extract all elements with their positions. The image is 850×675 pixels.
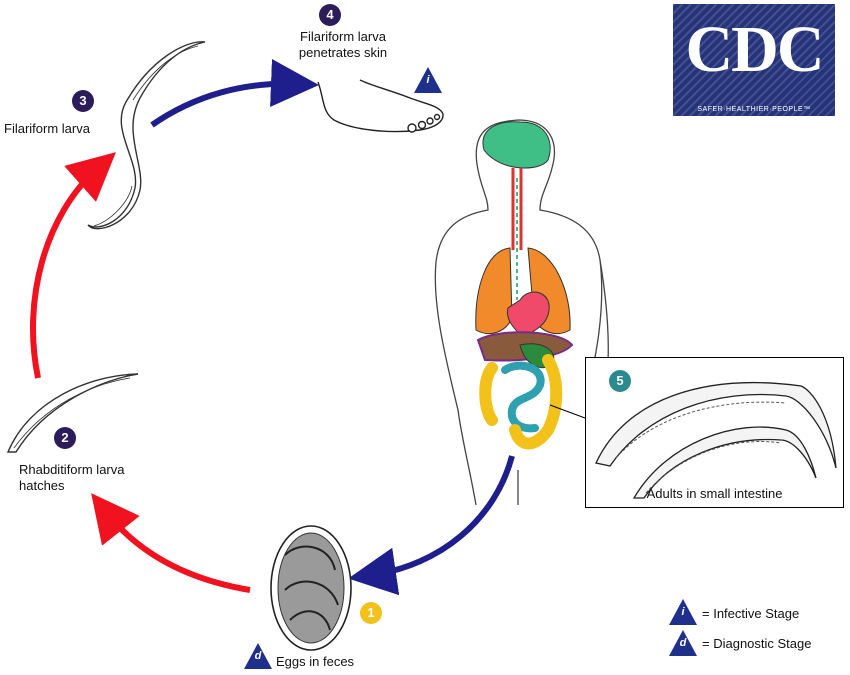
legend-infective-text: = Infective Stage xyxy=(702,606,800,621)
legend-infective-marker: i xyxy=(668,598,698,626)
arrow-rhabditiform-to-filariform xyxy=(30,152,116,379)
legend-diagnostic-letter: d xyxy=(679,637,687,649)
egg-drawing xyxy=(270,525,352,651)
step-2-label: Rhabditiform larva hatches xyxy=(19,462,125,493)
legend-infective-letter: i xyxy=(681,606,685,618)
step-5-label: Adults in small intestine xyxy=(646,486,783,501)
step-2-badge: 2 xyxy=(54,427,76,449)
step-3-badge: 3 xyxy=(72,90,94,112)
filariform-larva-drawing xyxy=(87,41,206,230)
step-4-badge: 4 xyxy=(319,4,341,26)
infective-stage-marker: i xyxy=(413,66,443,94)
arrow-filariform-to-skin xyxy=(150,59,319,128)
cdc-logo-tagline: SAFER·HEALTHIER·PEOPLE™ xyxy=(697,106,811,113)
cdc-logo: CDC SAFER·HEALTHIER·PEOPLE™ xyxy=(673,4,835,116)
legend-diagnostic-marker: d xyxy=(668,629,698,657)
foot-drawing xyxy=(317,79,444,133)
rhabditiform-larva-drawing xyxy=(6,373,139,453)
adults-box: 5 Adults in small intestine xyxy=(585,357,844,508)
diagnostic-stage-marker-letter: d xyxy=(254,650,262,662)
step-4-label: Filariform larva penetrates skin xyxy=(298,29,388,60)
arrow-eggs-to-rhabditiform xyxy=(91,493,251,593)
step-1-badge: 1 xyxy=(360,602,382,624)
heart-drawing xyxy=(506,291,550,339)
arrow-intestine-to-feces xyxy=(348,455,515,596)
legend-diagnostic-text: = Diagnostic Stage xyxy=(702,636,812,651)
brain-drawing xyxy=(482,121,551,169)
step-3-label: Filariform larva xyxy=(4,121,90,136)
adult-worms-drawing xyxy=(595,382,837,499)
infective-stage-marker-letter: i xyxy=(426,74,430,86)
large-intestine-drawing xyxy=(479,354,563,450)
step-5-badge: 5 xyxy=(609,370,631,392)
cdc-logo-word: CDC xyxy=(685,13,825,86)
step-1-label: Eggs in feces xyxy=(276,654,355,669)
small-intestine-drawing xyxy=(501,361,545,433)
diagnostic-stage-marker: d xyxy=(243,642,273,670)
